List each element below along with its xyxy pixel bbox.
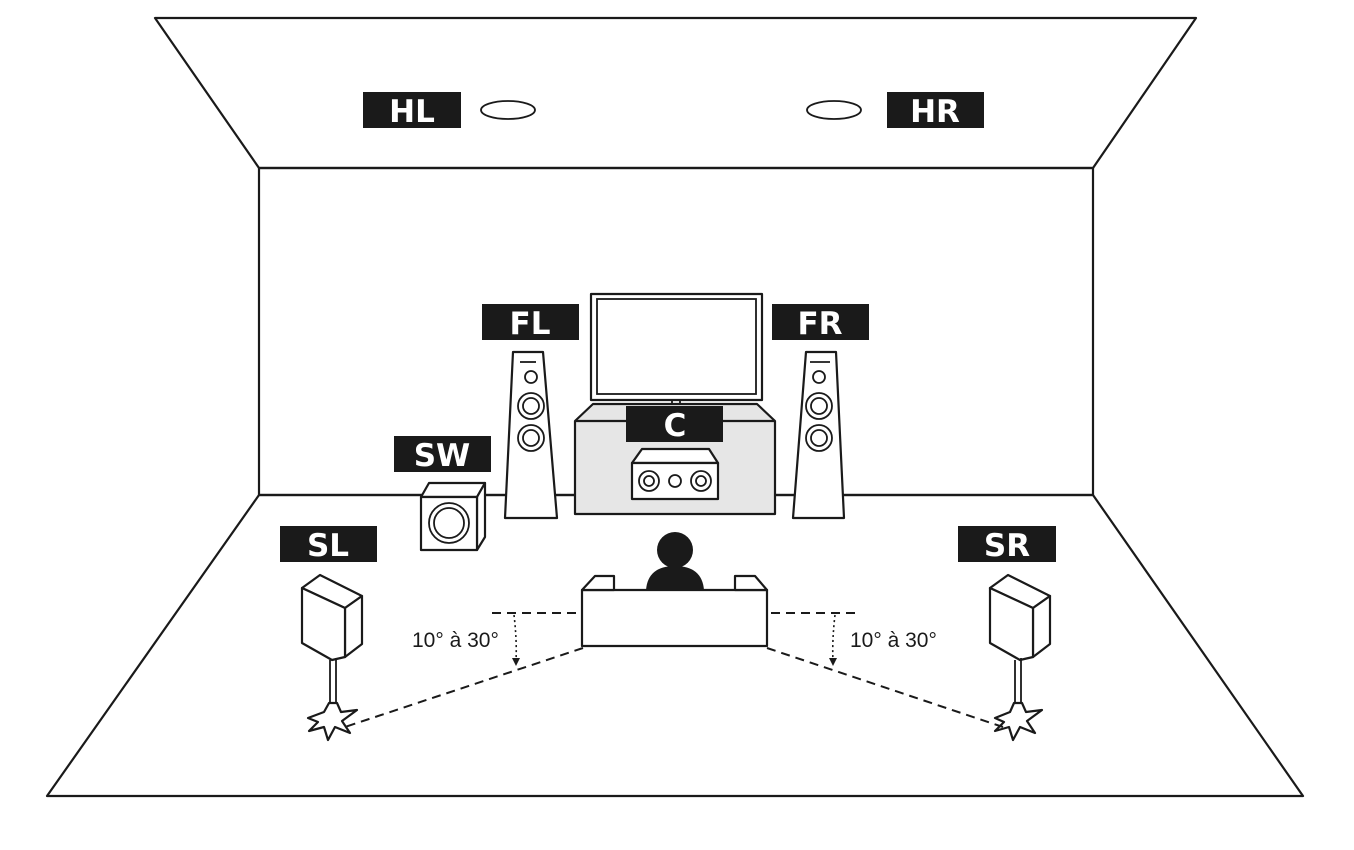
angle-label-right: 10° à 30° [850, 629, 937, 652]
listener-icon [646, 532, 704, 590]
subwoofer-icon [419, 481, 487, 552]
height-left-ceiling-speaker-icon [480, 100, 536, 120]
label-fr-text: FR [797, 306, 842, 342]
angle-guide-right [766, 612, 1004, 728]
label-sl-text: SL [307, 528, 349, 564]
label-sl: SL [280, 526, 377, 564]
label-hr: HR [887, 92, 984, 130]
label-sr: SR [958, 526, 1056, 564]
label-sw: SW [394, 436, 491, 474]
angle-guide-left [344, 612, 584, 728]
front-right-speaker-icon [791, 350, 846, 520]
label-fl: FL [482, 304, 579, 342]
label-fl-text: FL [510, 306, 551, 342]
sofa-icon [580, 574, 769, 648]
label-c-text: C [664, 408, 687, 444]
label-c: C [626, 406, 723, 444]
label-hl: HL [363, 92, 461, 130]
tv-icon [589, 292, 764, 404]
height-right-ceiling-speaker-icon [806, 100, 862, 120]
label-hl-text: HL [389, 94, 435, 130]
angle-label-left: 10° à 30° [412, 629, 499, 652]
ceiling [153, 16, 1198, 170]
center-speaker-icon [630, 447, 720, 501]
surround-left-speaker-icon [300, 573, 364, 742]
front-left-speaker-icon [503, 350, 559, 520]
label-hr-text: HR [910, 94, 960, 130]
label-sw-text: SW [414, 438, 471, 474]
surround-right-speaker-icon [988, 573, 1052, 742]
label-fr: FR [772, 304, 869, 342]
label-sr-text: SR [984, 528, 1030, 564]
